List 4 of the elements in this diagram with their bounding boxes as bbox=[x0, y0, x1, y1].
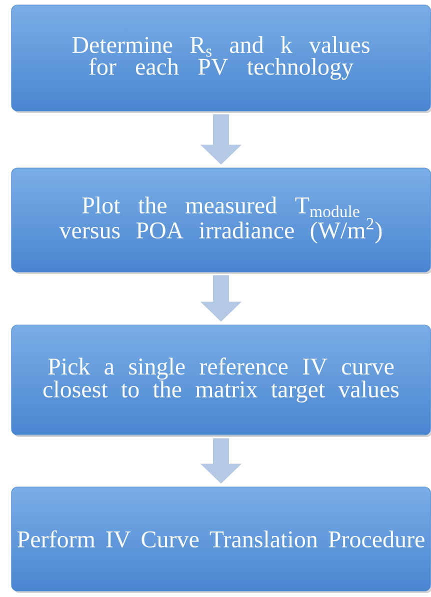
process-box: Pick a single reference IV curve closest to the matrix target values bbox=[11, 324, 431, 437]
process-box: Perform IV Curve Translation Procedure bbox=[11, 486, 431, 593]
process-box: Plot the measured T$_{module}$ versus POA irradiance (W/m$^{2}$) bbox=[11, 168, 431, 274]
process-box: Determine R$_{s}$ and k values for each PV technology bbox=[11, 4, 431, 113]
